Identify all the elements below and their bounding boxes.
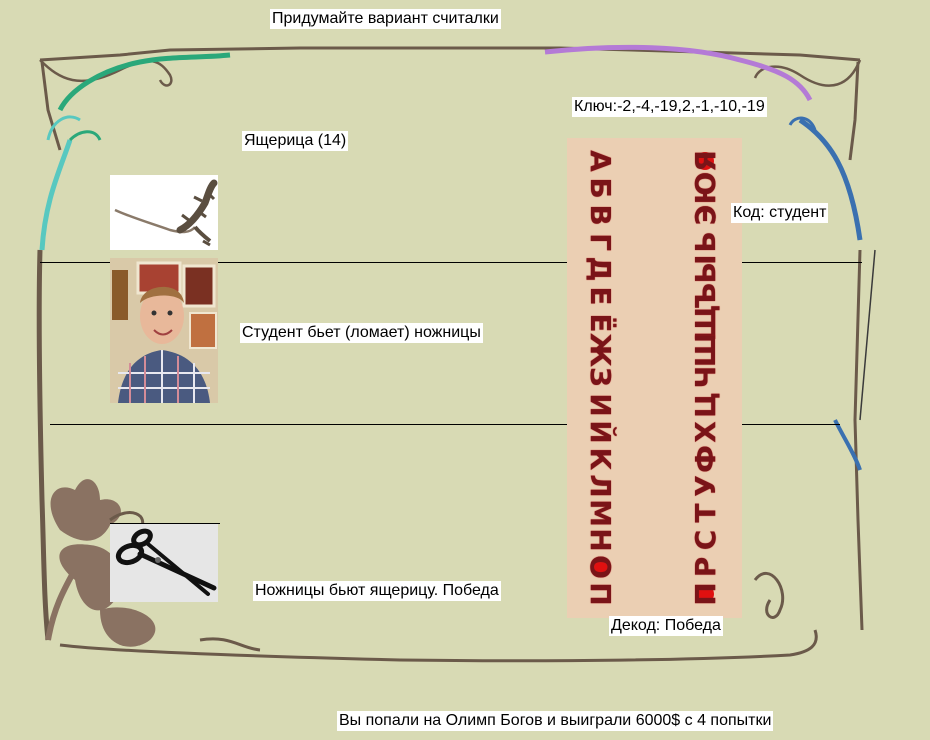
code-label: Код: студент <box>731 203 829 223</box>
left-glyph-16: П <box>584 582 618 606</box>
divider-line-top <box>40 262 862 263</box>
right-glyph-16: П <box>689 576 722 612</box>
divider-line-middle <box>50 424 840 425</box>
scissors-top-line <box>110 523 220 524</box>
scissors-image[interactable] <box>110 524 218 602</box>
result-message: Вы попали на Олимп Богов и выиграли 6000… <box>337 711 774 731</box>
student-photo[interactable] <box>110 258 218 403</box>
cipher-key: Ключ:-2,-4,-19,2,-1,-10,-19 <box>572 97 767 117</box>
lizard-label: Ящерица (14) <box>242 131 349 151</box>
page-title: Придумайте вариант считалки <box>270 9 501 29</box>
decode-label: Декод: Победа <box>609 616 723 636</box>
lizard-image[interactable] <box>110 175 218 250</box>
student-label: Студент бьет (ломает) ножницы <box>240 323 483 343</box>
scissors-label: Ножницы бьют ящерицу. Победа <box>253 581 501 601</box>
